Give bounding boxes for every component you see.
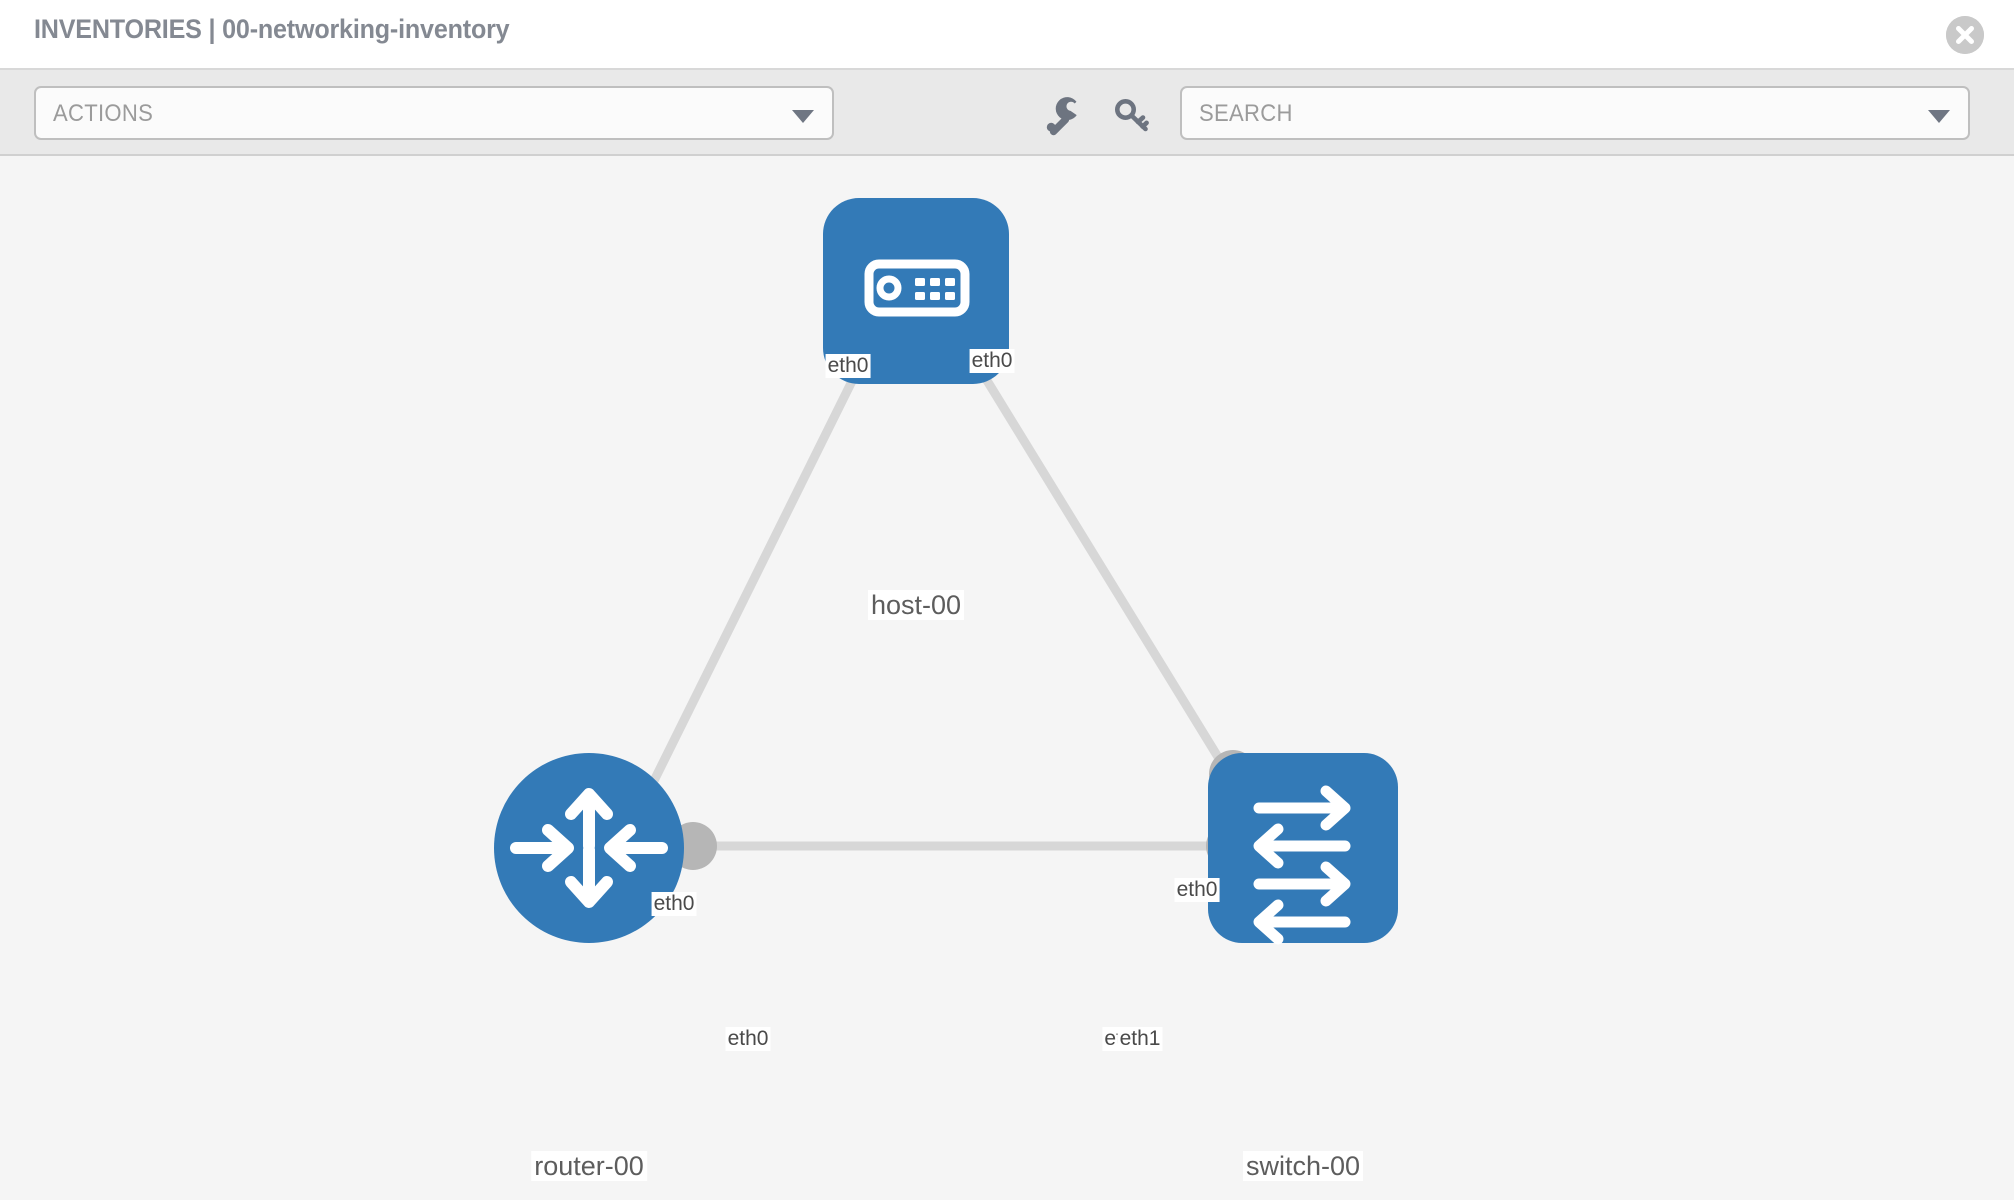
iface-label: eth0 xyxy=(969,349,1015,373)
iface-label: eth1 xyxy=(1117,1027,1163,1051)
switch-arrows-icon xyxy=(1253,785,1351,945)
iface-label: eth0 xyxy=(651,892,697,916)
link-host00-router00 xyxy=(634,359,867,813)
chevron-down-icon xyxy=(792,110,814,123)
node-switch-00 xyxy=(1208,753,1398,945)
key-icon[interactable] xyxy=(1110,92,1156,138)
router-arrows-icon xyxy=(510,788,668,908)
close-icon[interactable] xyxy=(1946,16,1984,54)
node-host-00-shape xyxy=(823,198,1009,384)
iface-label: eth0 xyxy=(825,354,871,378)
iface-label: eth0 xyxy=(1174,878,1220,902)
actions-dropdown-label: ACTIONS xyxy=(53,100,154,127)
actions-dropdown[interactable]: ACTIONS xyxy=(34,86,834,140)
topology-links xyxy=(634,358,1249,851)
search-placeholder: SEARCH xyxy=(1199,100,1293,127)
topology-graph xyxy=(494,198,1398,945)
search-input[interactable]: SEARCH xyxy=(1180,86,1970,140)
server-appliance-icon xyxy=(864,259,970,317)
toolbar: ACTIONS SEARC xyxy=(0,70,2014,156)
node-label-host-00: host-00 xyxy=(867,590,965,621)
node-host-00 xyxy=(823,198,1009,384)
window-header: INVENTORIES | 00-networking-inventory xyxy=(0,0,2014,70)
wrench-icon[interactable] xyxy=(1040,92,1086,138)
link-host00-switch00 xyxy=(971,358,1249,804)
chevron-down-icon[interactable] xyxy=(1928,110,1950,123)
iface-label: eth0 xyxy=(725,1027,771,1051)
topology-canvas[interactable]: eth0 eth0 eth0 eth0 eth0 eth eth1 host-0… xyxy=(0,156,2014,1200)
server-appliance-icon-led xyxy=(876,275,902,301)
page-title: INVENTORIES | 00-networking-inventory xyxy=(34,14,510,44)
node-router-00 xyxy=(494,753,684,943)
node-label-router-00: router-00 xyxy=(531,1151,647,1182)
server-appliance-icon-ports xyxy=(915,278,955,300)
node-label-switch-00: switch-00 xyxy=(1242,1151,1364,1182)
